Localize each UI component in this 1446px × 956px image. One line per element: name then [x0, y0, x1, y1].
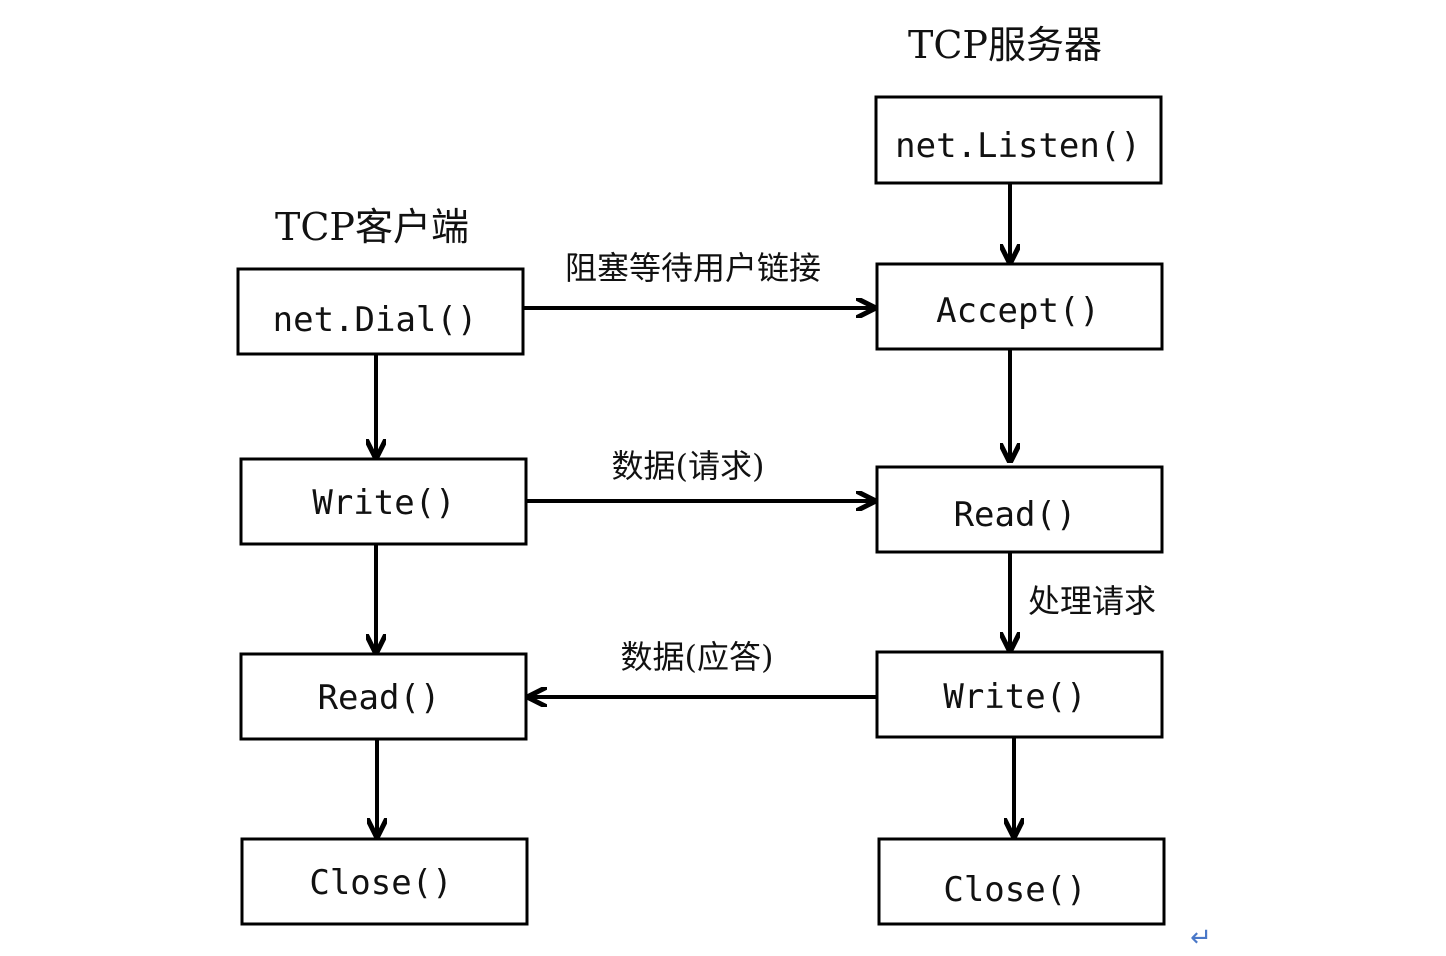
node-server-write: Write() [875, 650, 1164, 739]
node-server-write-label: Write() [943, 677, 1086, 717]
node-server-close-label: Close() [943, 870, 1086, 910]
node-client-dial: net.Dial() [236, 267, 525, 356]
server-title: TCP服务器 [908, 23, 1102, 67]
node-server-listen: net.Listen() [874, 95, 1163, 185]
client-title: TCP客户端 [275, 205, 469, 249]
edge-connect-label: 阻塞等待用户链接 [565, 249, 821, 287]
node-client-close: Close() [240, 837, 529, 926]
node-client-close-label: Close() [309, 863, 452, 903]
node-client-read-label: Read() [318, 678, 441, 718]
node-client-dial-label: net.Dial() [273, 300, 478, 340]
node-client-write: Write() [239, 457, 528, 546]
return-icon: ↵ [1190, 923, 1212, 953]
node-client-write-label: Write() [312, 483, 455, 523]
node-server-listen-label: net.Listen() [895, 126, 1141, 166]
node-server-accept-label: Accept() [936, 291, 1100, 331]
node-server-close: Close() [877, 837, 1166, 926]
node-server-read: Read() [875, 465, 1164, 554]
edge-response-label: 数据(应答) [621, 638, 774, 676]
node-client-read: Read() [239, 652, 528, 741]
node-server-read-label: Read() [954, 495, 1077, 535]
node-server-accept: Accept() [875, 262, 1164, 351]
edge-request-label: 数据(请求) [612, 447, 765, 485]
edge-process-label: 处理请求 [1028, 582, 1156, 620]
